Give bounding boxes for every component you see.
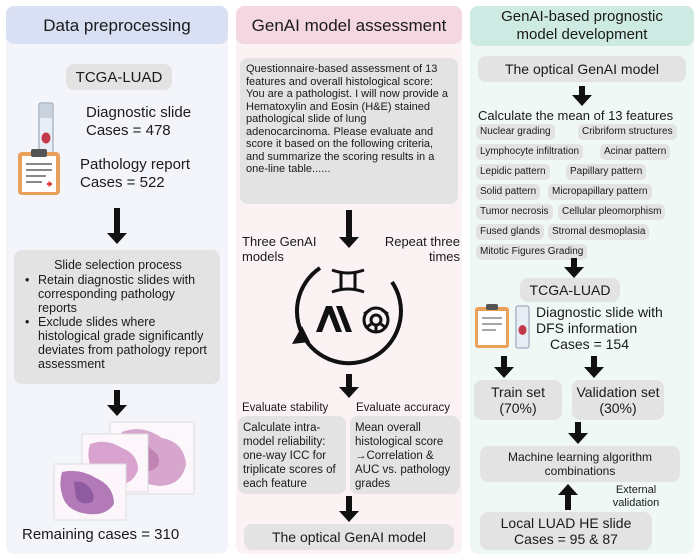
stability-box: Calculate intra-model reliability: one-w… bbox=[238, 416, 346, 494]
feature-pill: Cribriform structures bbox=[578, 124, 677, 140]
prompt-body: You are a pathologist. I will now provid… bbox=[246, 88, 448, 175]
dfs-slide-cases: Cases = 154 bbox=[550, 336, 629, 352]
slide-selection-title: Slide selection process bbox=[54, 258, 182, 272]
col3-tcga-luad-box: TCGA-LUAD bbox=[520, 278, 620, 302]
pathology-report-cases: Cases = 522 bbox=[80, 174, 165, 191]
optical-genai-model-box: The optical GenAI model bbox=[244, 524, 454, 550]
feature-pill: Tumor necrosis bbox=[476, 204, 553, 220]
arrow-down-9 bbox=[584, 356, 604, 378]
col1-header: Data preprocessing bbox=[6, 6, 228, 44]
feature-pill: Papillary pattern bbox=[566, 164, 647, 180]
validation-set-box: Validation set (30%) bbox=[572, 380, 664, 420]
arrow-down-10 bbox=[568, 422, 588, 444]
clipboard-icon bbox=[18, 149, 60, 195]
diagnostic-slide-cases: Cases = 478 bbox=[86, 122, 171, 139]
arrow-down-1 bbox=[107, 208, 127, 244]
col3-header: GenAI-based prognostic model development bbox=[470, 6, 694, 46]
selection-item-2: Exclude slides where histological grade … bbox=[22, 315, 214, 371]
arrow-up-external bbox=[558, 484, 578, 510]
slide-selection-box: Slide selection process Retain diagnosti… bbox=[14, 250, 220, 384]
data-preprocessing-panel: Data preprocessing TCGA-LUAD Diagnostic … bbox=[6, 6, 228, 554]
remaining-cases: Remaining cases = 310 bbox=[22, 526, 180, 543]
feature-pill: Mitotic Figures Grading bbox=[476, 244, 588, 260]
genai-assessment-panel: GenAI model assessment Questionnaire-bas… bbox=[236, 6, 462, 554]
col2-header: GenAI model assessment bbox=[236, 6, 462, 44]
pathology-report-label: Pathology report bbox=[80, 156, 191, 173]
dfs-slide-label-1: Diagnostic slide with bbox=[536, 304, 663, 320]
accuracy-box: Mean overall histological score →Correla… bbox=[350, 416, 460, 494]
prompt-intro: Questionnaire-based assessment of 13 fea… bbox=[246, 63, 438, 88]
selection-item-1: Retain diagnostic slides with correspond… bbox=[22, 273, 214, 315]
feature-pill: Fused glands bbox=[476, 224, 545, 240]
feature-pill: Lymphocyte infiltration bbox=[476, 144, 584, 160]
arrow-down-2 bbox=[107, 390, 127, 416]
report-and-slide-icon bbox=[475, 304, 530, 349]
tissue-slides-image bbox=[53, 421, 195, 521]
external-validation-label: External validation bbox=[612, 484, 660, 509]
feature-pill: Lepidic pattern bbox=[476, 164, 550, 180]
arrow-down-7 bbox=[564, 258, 584, 278]
model-cycle-diagram bbox=[292, 266, 403, 366]
feature-pill: Micropapillary pattern bbox=[548, 184, 652, 200]
diagnostic-slide-label: Diagnostic slide bbox=[86, 104, 192, 121]
repeat-three-times-label: Repeat three times bbox=[384, 234, 460, 264]
train-set-box: Train set (70%) bbox=[474, 380, 562, 420]
dfs-slide-label-2: DFS information bbox=[536, 320, 638, 336]
mean-13-features-title: Calculate the mean of 13 features bbox=[478, 108, 674, 123]
arrow-down-8 bbox=[494, 356, 514, 378]
prognostic-model-panel: GenAI-based prognostic model development… bbox=[470, 6, 694, 554]
three-genai-models-label: Three GenAI models bbox=[242, 234, 317, 264]
arrow-down-6 bbox=[572, 86, 592, 106]
questionnaire-prompt-box: Questionnaire-based assessment of 13 fea… bbox=[240, 58, 458, 204]
arrow-down-3 bbox=[339, 210, 359, 248]
gemini-icon bbox=[331, 268, 365, 294]
tcga-luad-box: TCGA-LUAD bbox=[66, 64, 172, 90]
feature-pill: Acinar pattern bbox=[600, 144, 671, 160]
slide-icon bbox=[38, 102, 54, 158]
feature-pill: Solid pattern bbox=[476, 184, 541, 200]
evaluate-accuracy-label: Evaluate accuracy bbox=[356, 402, 450, 414]
openai-icon bbox=[362, 306, 390, 334]
anthropic-icon bbox=[316, 306, 352, 332]
arrow-down-4 bbox=[339, 374, 359, 398]
col3-optical-model-box: The optical GenAI model bbox=[478, 56, 686, 82]
ml-combinations-box: Machine learning algorithm combinations bbox=[480, 446, 680, 482]
feature-pill: Cellular pleomorphism bbox=[558, 204, 666, 220]
evaluate-stability-label: Evaluate stability bbox=[242, 402, 329, 414]
arrow-down-5 bbox=[339, 496, 359, 522]
local-luad-box: Local LUAD HE slide Cases = 95 & 87 bbox=[480, 512, 652, 550]
feature-pill: Stromal desmoplasia bbox=[548, 224, 650, 240]
feature-pill: Nuclear grading bbox=[476, 124, 555, 140]
